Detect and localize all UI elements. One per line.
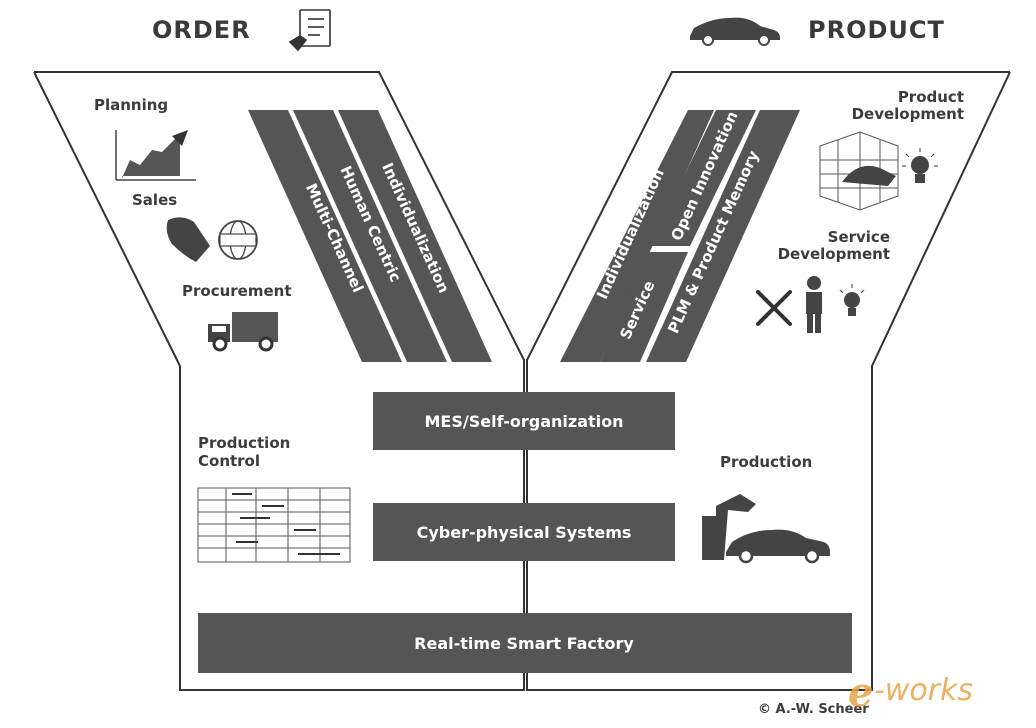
stripe-plm	[646, 110, 800, 362]
left-stripes: Multi-Channel Human Centric Individualiz…	[248, 110, 492, 362]
robot-car-icon	[702, 494, 830, 564]
center-bars: MES/Self-organization Cyber-physical Sys…	[198, 392, 852, 673]
right-stripes: Individualization Open Innovation Servic…	[560, 108, 800, 362]
y-outline	[33, 71, 1011, 691]
cad-model-icon	[819, 131, 899, 211]
credit-text: © A.-W. Scheer	[758, 702, 869, 717]
product-development-label-2: Development	[852, 105, 964, 123]
sales-label: Sales	[132, 191, 177, 209]
svg-text:e: e	[848, 669, 873, 716]
tools-icon	[756, 290, 792, 326]
stripe-human-centric	[293, 110, 447, 362]
factory-bar	[198, 613, 852, 673]
y-right-half	[526, 71, 1011, 691]
planning-label: Planning	[94, 96, 168, 114]
chart-rising-icon	[115, 130, 196, 181]
car-icon	[690, 17, 780, 46]
technician-icon	[806, 276, 822, 333]
service-development-label-2: Development	[778, 245, 890, 263]
stripe-multi-channel	[248, 110, 402, 362]
product-development-label-1: Product	[898, 88, 964, 106]
product-heading: PRODUCT	[808, 16, 945, 44]
mes-bar	[373, 392, 675, 450]
truck-icon	[208, 312, 278, 352]
mes-bar-label: MES/Self-organization	[424, 412, 623, 431]
eworks-watermark-logo: e -works	[848, 669, 973, 716]
lightbulb-icon	[902, 148, 938, 183]
production-label: Production	[720, 453, 812, 471]
stripe-individualization-left	[338, 110, 492, 362]
svg-text:-works: -works	[874, 673, 973, 708]
factory-bar-label: Real-time Smart Factory	[414, 634, 634, 653]
stripe-individualization-right	[560, 110, 714, 362]
cps-bar	[373, 503, 675, 561]
stripe-service	[600, 252, 688, 362]
order-heading: ORDER	[152, 16, 251, 44]
sales-www-icon	[166, 217, 258, 262]
service-development-label-1: Service	[828, 228, 890, 246]
procurement-label: Procurement	[182, 282, 292, 300]
cps-bar-label: Cyber-physical Systems	[417, 523, 632, 542]
y-left-half	[33, 71, 525, 691]
clipboard-hand-icon	[288, 9, 331, 52]
stripe-open-innovation	[650, 110, 756, 246]
lightbulb-icon-service	[839, 284, 865, 316]
gantt-table-icon	[197, 487, 351, 563]
production-control-label-1: Production	[198, 434, 290, 452]
production-control-label-2: Control	[198, 452, 260, 470]
